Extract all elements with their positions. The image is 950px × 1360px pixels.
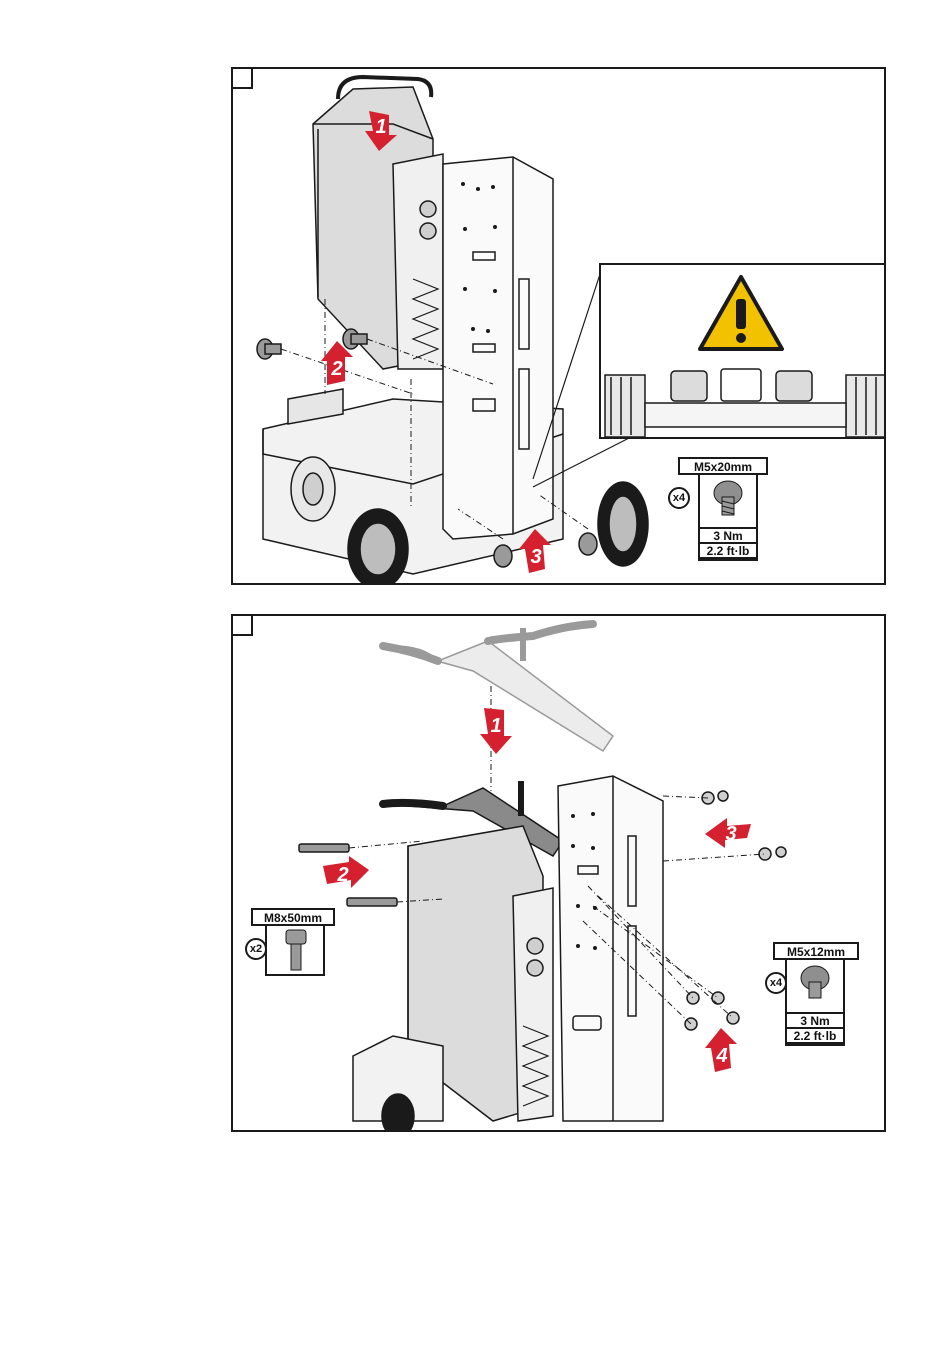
svg-text:2: 2: [330, 358, 342, 380]
warning-detail-callout: [599, 263, 886, 439]
svg-text:1: 1: [375, 116, 386, 138]
svg-text:1: 1: [490, 715, 501, 737]
bolt-size-label: M8x50mm: [251, 908, 335, 926]
screw-size-label: M5x12mm: [773, 942, 859, 960]
warning-triangle-icon: [696, 273, 786, 353]
svg-text:3: 3: [725, 823, 736, 845]
svg-text:2: 2: [336, 864, 348, 886]
step-arrow-3: 3: [703, 814, 753, 850]
illustration-panel-2: 1 2 3 4 M8x50mm x2 M5x12mm x4 3 Nm 2.2 f…: [231, 614, 886, 1132]
svg-text:3: 3: [530, 546, 541, 568]
screw-size-label: M5x20mm: [678, 457, 768, 475]
step-arrow-3: 3: [519, 527, 553, 575]
step-arrow-1: 1: [363, 107, 403, 155]
screw-icon: [795, 964, 835, 1004]
bolt-spec-m8x50: M8x50mm x2: [251, 908, 341, 980]
torque-ftlb-label: 2.2 ft·lb: [785, 1027, 845, 1044]
step-arrow-2: 2: [321, 854, 371, 890]
screw-quantity-badge: x4: [668, 487, 690, 509]
screw-spec-m5x12: M5x12mm x4 3 Nm 2.2 ft·lb: [773, 942, 873, 1046]
torque-ftlb-label: 2.2 ft·lb: [698, 542, 758, 559]
illustration-panel-1: 1 2 3 M5x20mm: [231, 67, 886, 585]
bolt-icon: [281, 928, 311, 972]
svg-text:4: 4: [715, 1045, 727, 1067]
screw-icon: [708, 479, 748, 519]
step-arrow-2: 2: [321, 339, 355, 387]
screw-spec-m5x20: M5x20mm x4 3 Nm 2.2 ft·lb: [678, 457, 778, 561]
step-arrow-4: 4: [705, 1026, 739, 1074]
screw-quantity-badge: x4: [765, 972, 787, 994]
bolt-quantity-badge: x2: [245, 938, 267, 960]
step-arrow-1: 1: [478, 706, 514, 756]
